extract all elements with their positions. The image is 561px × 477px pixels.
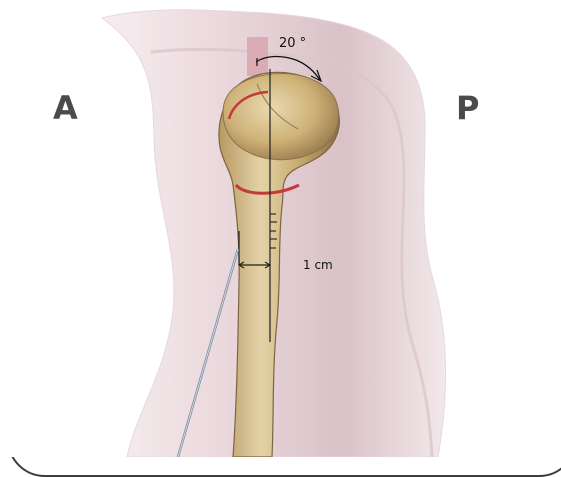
- posterior-label: P: [456, 92, 479, 124]
- distance-label: 1 cm: [303, 259, 333, 271]
- anterior-label: A: [53, 92, 78, 124]
- rod-icon: [247, 37, 268, 76]
- angle-label: 20 °: [279, 37, 306, 50]
- figure-frame: A P 20 ° 1 cm: [0, 0, 561, 457]
- shoulder-humerus-diagram: [0, 0, 561, 457]
